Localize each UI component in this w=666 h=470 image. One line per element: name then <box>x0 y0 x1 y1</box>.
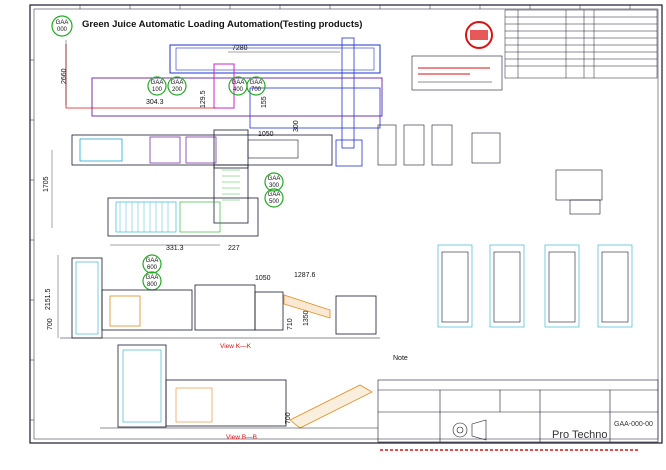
callout-gaa-800: GAA 800 <box>142 271 162 291</box>
svg-text:100: 100 <box>152 87 163 93</box>
detail-views <box>377 124 633 328</box>
dim-bottom-331: 331.3 <box>166 245 184 252</box>
parts-list-table <box>504 9 658 79</box>
callout-gaa-000: GAA 000 <box>51 15 73 37</box>
svg-text:300: 300 <box>269 183 280 189</box>
dim-kk-1050: 1050 <box>255 275 271 282</box>
callout-gaa-300: GAA 300 <box>264 172 284 192</box>
callout-gaa-600: GAA 600 <box>142 254 162 274</box>
callout-gaa-700: GAA 700 <box>246 76 266 96</box>
svg-text:GAA: GAA <box>56 20 69 26</box>
callout-gaa-200: GAA 200 <box>167 76 187 96</box>
view-kk-elevation <box>57 255 380 339</box>
dim-mid-300: 300 <box>293 120 300 132</box>
drawing-number: GAA-000-00 <box>614 421 653 428</box>
dim-mid-1050: 1050 <box>258 131 274 138</box>
svg-text:GAA: GAA <box>268 176 281 182</box>
svg-text:200: 200 <box>172 87 183 93</box>
dim-bb-700: 700 <box>285 412 292 424</box>
drawing-title: Green Juice Automatic Loading Automation… <box>82 19 362 30</box>
svg-text:GAA: GAA <box>146 275 159 281</box>
dim-top-width: 7280 <box>232 45 248 52</box>
svg-text:GAA: GAA <box>250 80 263 86</box>
dim-left-height: 2660 <box>61 68 68 84</box>
dim-offset-b: 129.5 <box>200 90 207 108</box>
svg-text:GAA: GAA <box>146 258 159 264</box>
zone-ticks <box>30 5 631 421</box>
dim-kk-1287: 1287.6 <box>294 272 316 279</box>
dim-offset-a: 304.3 <box>146 99 164 106</box>
dim-left-1705: 1705 <box>43 176 50 192</box>
dim-kk-2151: 2151.5 <box>45 288 52 310</box>
note-label: Note <box>393 355 408 362</box>
view-kk-label: View K—K <box>220 343 252 350</box>
callout-bubbles: GAA 000 GAA 100 GAA 200 GAA 400 GAA 700 … <box>51 15 284 291</box>
dim-kk-700: 700 <box>47 318 54 330</box>
svg-text:GAA: GAA <box>268 192 281 198</box>
callout-gaa-100: GAA 100 <box>147 76 167 96</box>
svg-text:000: 000 <box>57 27 68 33</box>
dim-bottom-227: 227 <box>228 245 240 252</box>
dim-kk-710: 710 <box>287 318 294 330</box>
view-bb-elevation <box>100 344 378 429</box>
svg-text:700: 700 <box>251 87 262 93</box>
view-kk-dimensions: 1050 1287.6 2151.5 700 710 1350 <box>45 272 316 330</box>
dim-kk-1350: 1350 <box>303 310 310 326</box>
view-bb-label: View B—B <box>226 434 257 441</box>
plan-dimensions: 7280 2660 304.3 129.5 155 1050 300 1705 … <box>43 45 300 252</box>
sheet-frame <box>29 4 663 444</box>
svg-text:500: 500 <box>269 199 280 205</box>
svg-text:GAA: GAA <box>171 80 184 86</box>
svg-text:GAA: GAA <box>151 80 164 86</box>
red-stamp-icon <box>465 21 493 49</box>
plan-view <box>51 37 383 246</box>
notes-box <box>411 55 503 91</box>
callout-gaa-500: GAA 500 <box>264 188 284 208</box>
company-name: Pro Techno <box>552 429 607 441</box>
svg-text:600: 600 <box>147 265 158 271</box>
svg-text:GAA: GAA <box>232 80 245 86</box>
callout-gaa-400: GAA 400 <box>228 76 248 96</box>
svg-text:800: 800 <box>147 282 158 288</box>
title-block <box>377 379 659 443</box>
dim-vertical-155: 155 <box>261 96 268 108</box>
svg-text:400: 400 <box>233 87 244 93</box>
